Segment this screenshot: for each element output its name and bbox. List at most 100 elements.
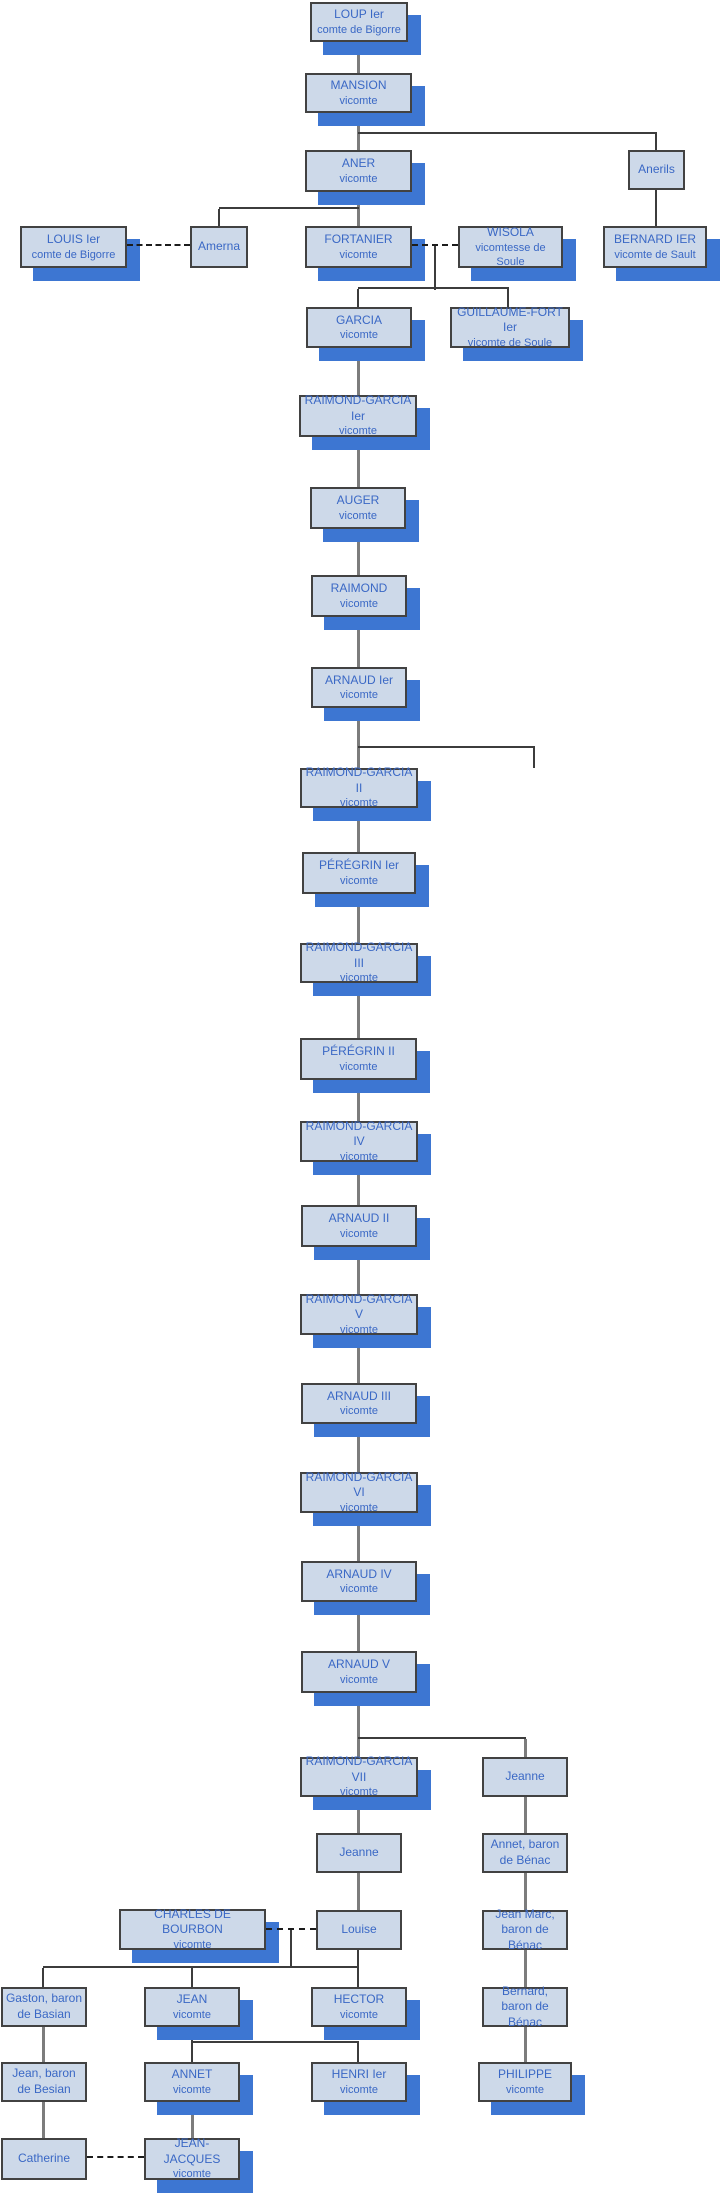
person-title: vicomte — [173, 2008, 211, 2021]
person-name: Jean Marc, baron de Bénac — [495, 1906, 555, 1952]
person-title: vicomte — [340, 689, 378, 702]
person-node-annet-baron-benac: Annet, baron de Bénac — [482, 1833, 568, 1873]
person-name: ARNAUD Ier — [324, 672, 393, 687]
lineage-connector — [357, 348, 360, 395]
person-title: vicomte — [506, 2083, 544, 2096]
person-node-bernard-baron-benac: Bernard, baron de Bénac — [482, 1984, 568, 2029]
lineage-connector — [191, 2102, 194, 2138]
person-name: Jeanne — [505, 1769, 545, 1784]
person-title: vicomte de Sault — [614, 248, 696, 261]
lineage-connector — [191, 1968, 193, 1987]
person-title: vicomte de Soule — [467, 336, 553, 349]
lineage-connector — [357, 808, 360, 852]
person-name: RAIMOND-GARCIA VI — [305, 1469, 413, 1500]
lineage-connector — [357, 1162, 360, 1205]
lineage-connector — [524, 1873, 527, 1910]
person-title: vicomte — [340, 1583, 378, 1596]
marriage-dash-connector — [127, 244, 190, 246]
person-name: ARNAUD V — [327, 1657, 390, 1672]
person-title: vicomte — [173, 2083, 211, 2096]
lineage-connector — [42, 2027, 45, 2062]
lineage-connector — [192, 2041, 359, 2043]
lineage-connector — [357, 42, 360, 73]
lineage-connector — [524, 2027, 527, 2062]
lineage-connector — [357, 289, 359, 307]
person-name: HENRI Ier — [331, 2067, 387, 2082]
person-name: RAIMOND-GARCIA III — [305, 940, 413, 970]
lineage-connector — [357, 1335, 360, 1383]
person-title: vicomte — [340, 1786, 378, 1799]
lineage-connector — [42, 1968, 44, 1987]
person-name: GARCIA — [335, 312, 382, 327]
person-name: Catherine — [17, 2151, 71, 2166]
person-title: vicomte — [339, 94, 378, 107]
person-name: WISOLA — [487, 224, 534, 239]
person-name: MANSION — [330, 78, 387, 93]
lineage-connector — [42, 2102, 45, 2138]
person-title: vicomte — [340, 1323, 378, 1336]
lineage-connector — [357, 1080, 360, 1121]
lineage-connector — [357, 1693, 360, 1757]
lineage-connector — [357, 894, 360, 943]
person-node-catherine: Catherine — [1, 2138, 87, 2180]
person-name: Bernard, baron de Bénac — [501, 1983, 549, 2029]
person-name: Louise — [341, 1922, 377, 1937]
person-name: JEAN-JACQUES — [163, 2136, 221, 2166]
marriage-dash-connector — [412, 244, 458, 246]
person-name: RAIMOND-GARCIA V — [305, 1291, 413, 1322]
person-title: vicomte — [340, 874, 378, 887]
person-name: ARNAUD II — [328, 1211, 390, 1226]
person-title: comte de Bigorre — [31, 248, 116, 261]
lineage-connector — [357, 708, 360, 768]
person-name: RAIMOND-GARCIA Ier — [304, 393, 412, 423]
lineage-connector — [533, 748, 535, 768]
person-name: Anerils — [638, 162, 675, 177]
person-name: RAIMOND — [330, 581, 388, 596]
lineage-connector — [358, 746, 535, 748]
lineage-connector — [357, 192, 360, 226]
person-name: RAIMOND-GARCIA II — [305, 765, 413, 795]
lineage-connector — [357, 1602, 360, 1651]
person-title: vicomte — [339, 1060, 378, 1073]
lineage-connector — [219, 207, 359, 209]
person-name: Jean, baron de Besian — [12, 2066, 76, 2096]
person-name: GUILLAUME-FORT Ier — [457, 304, 563, 335]
person-title: vicomte — [340, 1501, 378, 1514]
person-name: CHARLES DE BOURBON — [154, 1906, 231, 1937]
lineage-connector — [357, 983, 360, 1038]
lineage-connector — [357, 1797, 360, 1833]
person-name: LOUP Ier — [334, 7, 384, 22]
lineage-connector — [191, 2043, 193, 2062]
person-node-arnaud-ier: ARNAUD Ier vicomte — [311, 667, 407, 708]
lineage-connector — [357, 1247, 360, 1294]
lineage-connector — [357, 1424, 360, 1472]
lineage-connector — [357, 113, 360, 150]
lineage-connector — [290, 1930, 292, 1968]
lineage-connector — [524, 1796, 527, 1833]
person-node-jean-marc-baron-benac: Jean Marc, baron de Bénac — [482, 1907, 568, 1952]
person-title: vicomte — [173, 1938, 212, 1951]
person-name: HECTOR — [333, 1992, 385, 2007]
lineage-connector — [357, 1513, 360, 1561]
lineage-connector — [357, 437, 360, 487]
person-name: PÉRÉGRIN Ier — [318, 858, 399, 873]
person-node-amerna: Amerna — [190, 226, 248, 268]
